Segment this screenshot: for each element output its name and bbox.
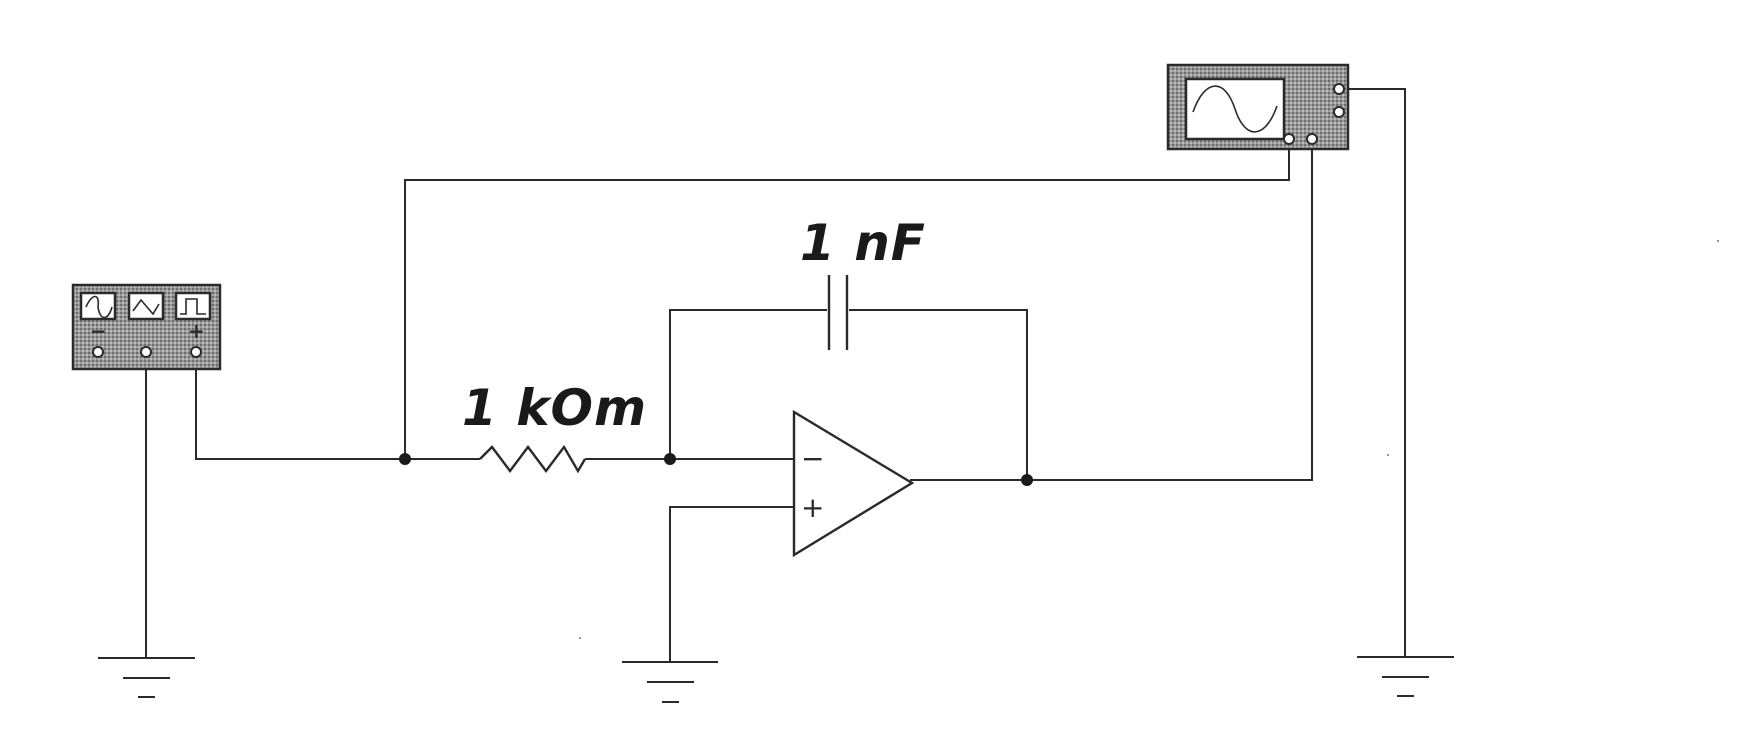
generator-minus-sign: − bbox=[90, 319, 107, 343]
wire-opamp-plus-ground bbox=[669, 506, 794, 662]
opamp-triangle bbox=[792, 409, 915, 558]
capacitor[interactable]: 1 nF bbox=[800, 214, 926, 350]
resistor[interactable]: 1 kOm bbox=[462, 379, 647, 474]
square-wave-icon[interactable] bbox=[174, 291, 212, 321]
wire-feedback-left bbox=[669, 309, 827, 459]
scan-specks bbox=[579, 240, 1719, 639]
wire-scope-ground bbox=[1339, 88, 1406, 657]
capacitor-label: 1 nF bbox=[800, 214, 926, 272]
ground-generator bbox=[98, 657, 195, 698]
resistor-zigzag bbox=[479, 444, 587, 474]
wire-output-scope bbox=[910, 144, 1313, 481]
junctions bbox=[399, 453, 1033, 486]
resistor-label: 1 kOm bbox=[462, 379, 647, 437]
opamp-minus-sign: − bbox=[801, 442, 824, 475]
ground-oscilloscope bbox=[1357, 656, 1454, 697]
ground-opamp bbox=[622, 661, 718, 703]
generator-minus-terminal[interactable] bbox=[92, 346, 104, 358]
oscilloscope-channel-b-terminal[interactable] bbox=[1306, 133, 1318, 145]
wire-feedback-right bbox=[849, 309, 1028, 480]
sine-wave-icon[interactable] bbox=[79, 291, 117, 321]
triangle-wave-icon[interactable] bbox=[127, 291, 165, 321]
junction-input bbox=[399, 453, 411, 465]
wire-generator-output bbox=[195, 352, 405, 460]
function-generator[interactable]: − + bbox=[71, 283, 222, 371]
opamp-plus-sign: + bbox=[801, 491, 824, 524]
sine-wave-icon bbox=[1192, 85, 1278, 133]
oscilloscope-channel-a-terminal[interactable] bbox=[1283, 133, 1295, 145]
wires bbox=[145, 88, 1406, 662]
junction-inverting bbox=[664, 453, 676, 465]
oscilloscope-trigger-terminal[interactable] bbox=[1333, 106, 1345, 118]
generator-plus-sign: + bbox=[188, 319, 205, 343]
opamp[interactable]: − + bbox=[792, 409, 915, 558]
generator-common-terminal[interactable] bbox=[140, 346, 152, 358]
oscilloscope[interactable] bbox=[1166, 63, 1350, 151]
wire-input-scope bbox=[404, 144, 1290, 459]
oscilloscope-ground-terminal[interactable] bbox=[1333, 83, 1345, 95]
generator-plus-terminal[interactable] bbox=[190, 346, 202, 358]
junction-output bbox=[1021, 474, 1033, 486]
